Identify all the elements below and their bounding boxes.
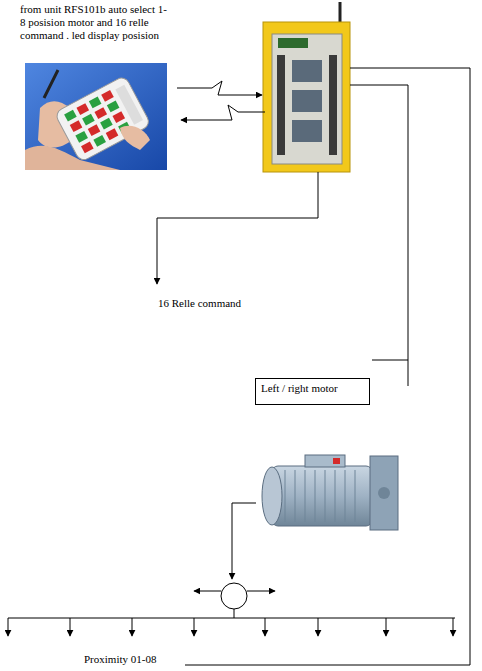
radio-link-arrow: [181, 105, 265, 120]
signal-label: Proximity 01-08: [84, 653, 214, 666]
motor-body: [272, 466, 372, 526]
display: [278, 38, 308, 48]
direction-arrow: [247, 591, 275, 592]
wire: [372, 360, 408, 361]
remote-photo: [25, 63, 167, 170]
process-box: Left / right motor: [255, 378, 370, 405]
description-note: from unit RFS101b auto select 1-8 posisi…: [20, 3, 170, 42]
wire: [350, 85, 408, 386]
remote-buttons: [64, 90, 131, 153]
terminal-strip: [329, 55, 337, 155]
signal-label: 16 Relle command: [158, 297, 288, 310]
wire: [157, 172, 318, 284]
antenna: [339, 2, 342, 24]
trolley-circle: [221, 583, 247, 609]
relay-block: [292, 120, 322, 142]
wire: [232, 503, 256, 579]
box-label: Left / right motor: [261, 382, 364, 395]
enclosure: [263, 22, 350, 172]
wire: [234, 609, 235, 618]
remote-body: [54, 75, 151, 162]
terminal-box: [305, 455, 345, 467]
wire: [185, 68, 470, 665]
cooling-fins: [285, 470, 355, 522]
shaft: [378, 487, 390, 499]
remote-grip: [115, 85, 143, 125]
fan-cover: [262, 467, 282, 525]
relay-block: [292, 90, 322, 112]
circuit-board: [272, 34, 342, 164]
terminal-strip: [277, 55, 285, 155]
motor-knob: [333, 458, 340, 464]
relay-block: [292, 60, 322, 82]
proximity-drops: [8, 618, 453, 636]
radio-link-arrow: [177, 81, 262, 95]
rail-line: [8, 618, 455, 619]
direction-arrow: [194, 591, 221, 592]
controller-photo: [263, 2, 350, 172]
antenna: [44, 70, 58, 98]
thumb: [120, 126, 150, 150]
motor-photo: [262, 455, 398, 530]
remote-case: [54, 75, 151, 162]
photo-background: [25, 63, 167, 170]
gear-flange: [370, 456, 398, 530]
